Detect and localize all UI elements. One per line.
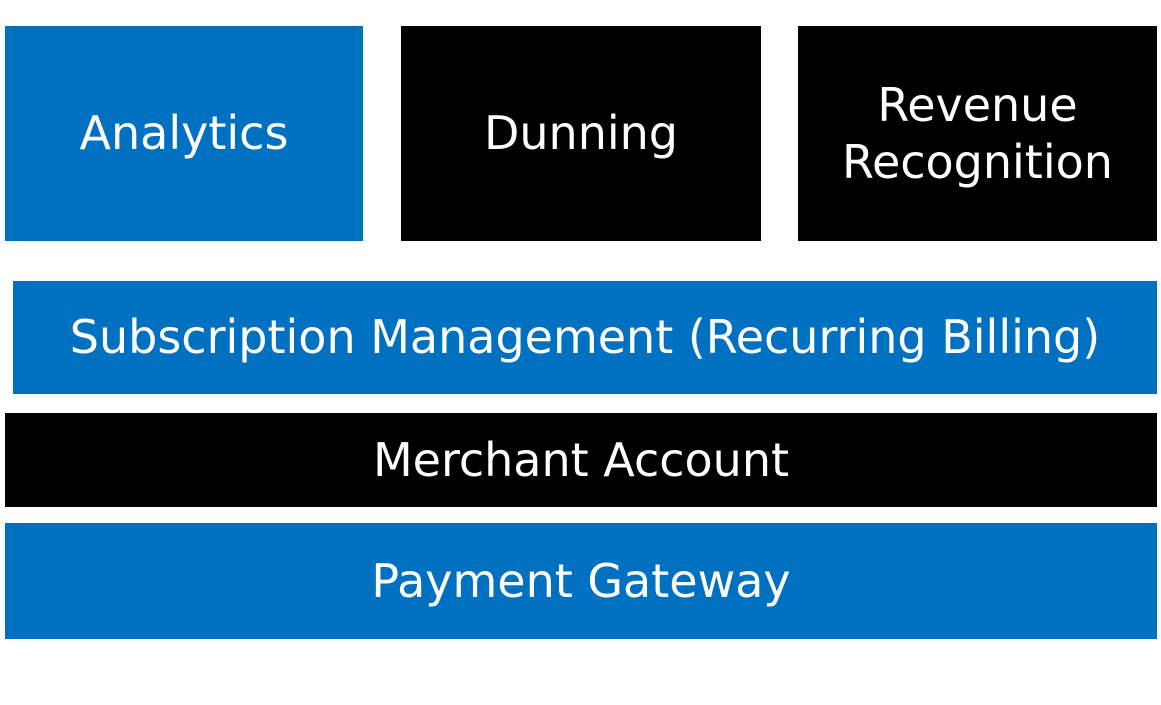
payment-gateway-label: Payment Gateway (371, 553, 791, 608)
merchant-account-label: Merchant Account (372, 432, 790, 487)
subscription-management-block: Subscription Management (Recurring Billi… (13, 281, 1157, 394)
dunning-block: Dunning (401, 26, 761, 241)
payment-gateway-block: Payment Gateway (5, 523, 1157, 639)
subscription-management-label: Subscription Management (Recurring Billi… (69, 310, 1101, 365)
revenue-recognition-label-line-1: Revenue (877, 78, 1078, 133)
revenue-recognition-label-line-2: Recognition (842, 134, 1113, 189)
analytics-label: Analytics (79, 106, 289, 161)
analytics-block: Analytics (5, 26, 363, 241)
dunning-label: Dunning (483, 106, 679, 161)
revenue-recognition-block: Revenue Recognition (798, 26, 1157, 241)
merchant-account-block: Merchant Account (5, 413, 1157, 507)
